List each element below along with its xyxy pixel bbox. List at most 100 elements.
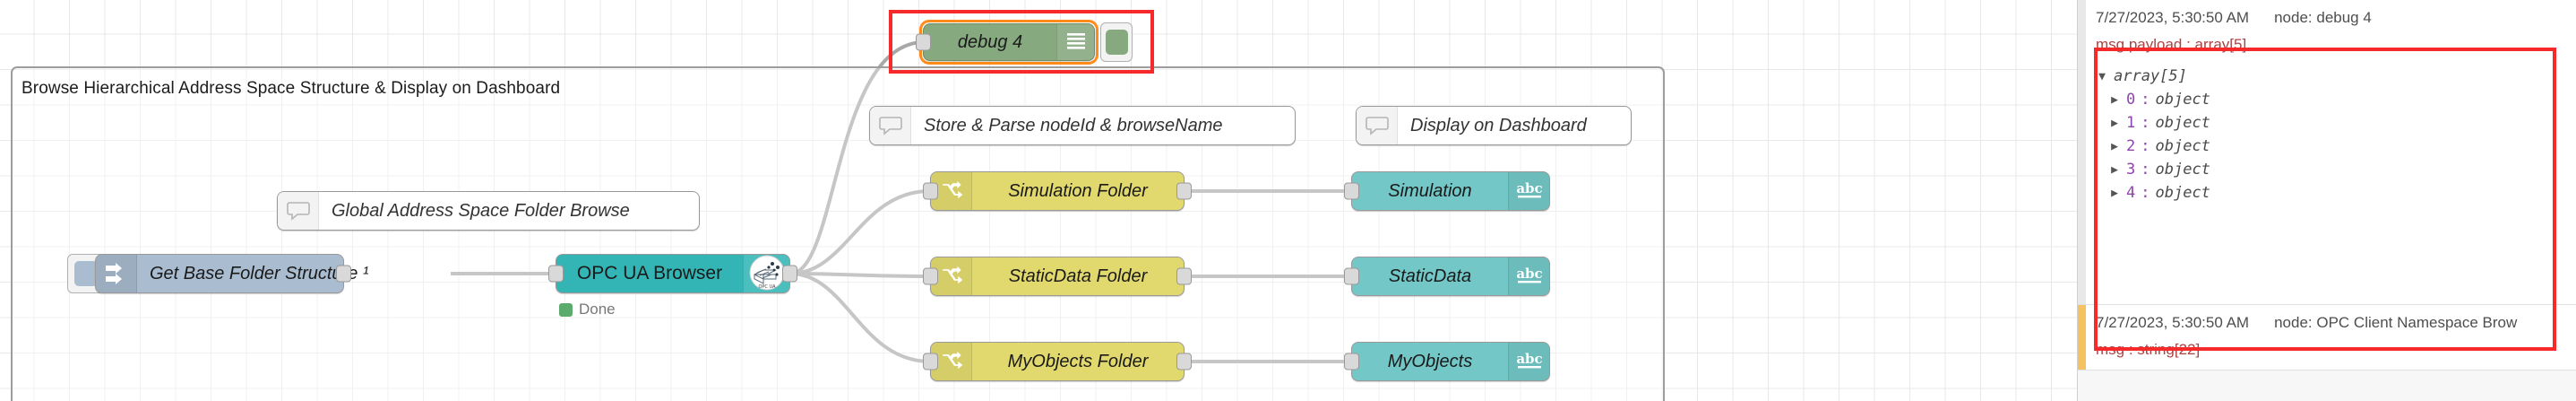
flow-group-title: Browse Hierarchical Address Space Struct…: [22, 79, 561, 98]
comment-label: Store & Parse nodeId & browseName: [924, 115, 1223, 135]
comment-bubble-icon: [286, 202, 310, 221]
abc-glyph: abc: [1516, 180, 1542, 198]
tree-item-value: object: [2155, 184, 2210, 202]
comment-icon: [1357, 107, 1398, 144]
comment-node-store-parse[interactable]: Store & Parse nodeId & browseName: [869, 106, 1296, 145]
chevron-right-icon[interactable]: ▶: [2111, 162, 2118, 177]
change-output-port[interactable]: [1176, 267, 1192, 285]
tree-item-value: object: [2155, 161, 2210, 179]
tree-item-value: object: [2155, 137, 2210, 155]
debug-message-header: 7/27/2023, 5:30:50 AM node: debug 4: [2096, 9, 2565, 27]
chevron-right-icon[interactable]: ▶: [2111, 139, 2118, 153]
debug-message[interactable]: 7/27/2023, 5:30:50 AM node: debug 4 msg.…: [2078, 0, 2576, 305]
comment-node-display-dashboard[interactable]: Display on Dashboard: [1356, 106, 1632, 145]
swap-arrows-glyph: [942, 180, 962, 199]
inject-output-port[interactable]: [336, 265, 351, 283]
opcua-input-port[interactable]: [548, 265, 564, 283]
debug-source-node: node: debug 4: [2274, 9, 2372, 26]
abc-icon: abc: [1508, 172, 1549, 210]
debug-message-header: 7/27/2023, 5:30:50 AM node: OPC Client N…: [2096, 314, 2565, 332]
swap-arrows-icon: [931, 172, 972, 210]
tree-item-value: object: [2155, 91, 2210, 109]
inject-node-label: Get Base Folder Structure ¹: [150, 263, 369, 283]
debug-payload-tree[interactable]: ▼ array[5] ▶ 0: object ▶ 1: object ▶ 2: …: [2096, 65, 2565, 205]
ui-input-port[interactable]: [1344, 267, 1359, 285]
opc-ua-icon: OPC UA: [743, 255, 789, 292]
tree-item-row[interactable]: ▶ 3: object: [2096, 158, 2565, 181]
inject-node-get-base-folder-structure[interactable]: Get Base Folder Structure ¹: [95, 254, 369, 293]
abc-glyph: abc: [1516, 351, 1542, 369]
change-node-label: MyObjects Folder: [1007, 351, 1149, 371]
comment-bubble-icon: [1365, 117, 1389, 135]
debug-lines-glyph: [1066, 33, 1085, 49]
change-node-label: StaticData Folder: [1008, 266, 1148, 286]
change-input-port[interactable]: [923, 182, 938, 200]
comment-icon: [278, 192, 319, 230]
change-input-port[interactable]: [923, 353, 938, 370]
change-node-myobjects-folder[interactable]: MyObjects Folder: [923, 342, 1192, 381]
abc-glyph: abc: [1516, 266, 1542, 283]
ui-input-port[interactable]: [1344, 182, 1359, 200]
svg-text:abc: abc: [1516, 180, 1542, 196]
change-output-port[interactable]: [1176, 182, 1192, 200]
chevron-right-icon[interactable]: ▶: [2111, 186, 2118, 200]
debug-input-port[interactable]: [916, 33, 931, 51]
opcua-browser-node[interactable]: OPC UA Browser OPC UA: [548, 254, 797, 293]
debug-lines-icon: [1056, 24, 1094, 60]
status-dot-icon: [559, 302, 573, 317]
tree-item-key: 3: [2126, 161, 2136, 179]
swap-arrows-glyph: [942, 266, 962, 284]
tree-root-label: array[5]: [2114, 67, 2187, 85]
abc-icon: abc: [1508, 257, 1549, 295]
tree-root-row[interactable]: ▼ array[5]: [2096, 65, 2565, 88]
change-input-port[interactable]: [923, 267, 938, 285]
opcua-output-port[interactable]: [782, 265, 797, 283]
chevron-right-icon[interactable]: ▶: [2111, 116, 2118, 130]
svg-text:OPC UA: OPC UA: [758, 284, 776, 290]
comment-node-global-browse[interactable]: Global Address Space Folder Browse: [277, 191, 700, 231]
debug-topic: msg.payload : array[5]: [2096, 36, 2247, 53]
flow-canvas[interactable]: Browse Hierarchical Address Space Struct…: [0, 0, 2077, 401]
tree-item-row[interactable]: ▶ 4: object: [2096, 181, 2565, 205]
inject-arrow-glyph: [105, 263, 122, 284]
debug-source-node: node: OPC Client Namespace Brow: [2274, 314, 2518, 331]
chevron-down-icon[interactable]: ▼: [2098, 69, 2106, 83]
tree-item-key: 1: [2126, 114, 2136, 132]
debug-enable-toggle-button[interactable]: [1100, 22, 1133, 62]
tree-item-row[interactable]: ▶ 2: object: [2096, 135, 2565, 158]
swap-arrows-glyph: [942, 351, 962, 370]
svg-text:abc: abc: [1516, 266, 1542, 282]
comment-label: Display on Dashboard: [1410, 115, 1587, 135]
comment-icon: [870, 107, 911, 144]
debug-node-label: debug 4: [957, 31, 1023, 52]
debug-topic: msg : string[22]: [2096, 341, 2201, 358]
comment-label: Global Address Space Folder Browse: [332, 200, 630, 221]
change-node-simulation-folder[interactable]: Simulation Folder: [923, 171, 1192, 211]
inject-trigger-swatch: [74, 261, 98, 286]
tree-item-key: 0: [2126, 91, 2136, 109]
tree-item-key: 4: [2126, 184, 2136, 202]
abc-icon: abc: [1508, 343, 1549, 380]
tree-item-row[interactable]: ▶ 1: object: [2096, 111, 2565, 135]
ui-text-node-simulation[interactable]: Simulation abc: [1344, 171, 1550, 211]
tree-item-value: object: [2155, 114, 2210, 132]
debug-message[interactable]: 7/27/2023, 5:30:50 AM node: OPC Client N…: [2078, 305, 2576, 370]
ui-text-node-staticdata[interactable]: StaticData abc: [1344, 257, 1550, 296]
debug-toggle-swatch: [1105, 30, 1128, 55]
debug-sidebar[interactable]: 7/27/2023, 5:30:50 AM node: debug 4 msg.…: [2077, 0, 2576, 401]
opc-ua-logo-icon: OPC UA: [749, 255, 784, 291]
change-node-staticdata-folder[interactable]: StaticData Folder: [923, 257, 1192, 296]
change-output-port[interactable]: [1176, 353, 1192, 370]
ui-input-port[interactable]: [1344, 353, 1359, 370]
debug-timestamp: 7/27/2023, 5:30:50 AM: [2096, 9, 2250, 26]
ui-text-node-myobjects[interactable]: MyObjects abc: [1344, 342, 1550, 381]
debug-node[interactable]: debug 4: [916, 23, 1095, 61]
inject-arrow-icon: [96, 255, 137, 292]
ui-node-label: MyObjects: [1387, 351, 1473, 371]
tree-item-row[interactable]: ▶ 0: object: [2096, 88, 2565, 111]
change-node-label: Simulation Folder: [1008, 180, 1148, 201]
chevron-right-icon[interactable]: ▶: [2111, 92, 2118, 107]
comment-bubble-icon: [878, 117, 902, 135]
tree-item-key: 2: [2126, 137, 2136, 155]
